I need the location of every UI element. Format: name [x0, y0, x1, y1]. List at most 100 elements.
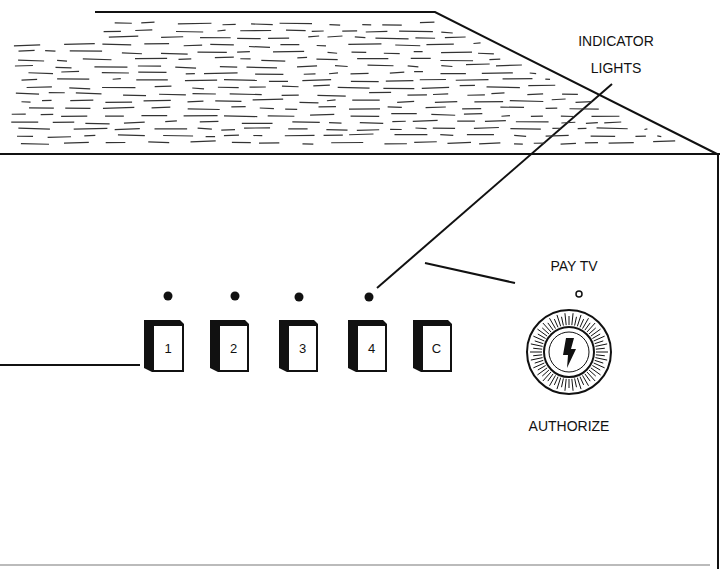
top-edge — [95, 12, 719, 155]
grain-stroke — [123, 95, 146, 97]
keyway — [563, 338, 576, 368]
grain-stroke — [561, 115, 574, 117]
grain-stroke — [474, 101, 503, 102]
grain-stroke — [552, 128, 560, 129]
grain-stroke — [163, 135, 193, 137]
grain-stroke — [591, 116, 619, 117]
leader-line — [0, 364, 140, 366]
grain-stroke — [420, 21, 434, 23]
grain-stroke — [635, 135, 645, 136]
grain-stroke — [292, 121, 319, 123]
button-label: C — [432, 341, 441, 356]
indicator-light — [231, 292, 240, 301]
indicator-light — [365, 293, 374, 302]
grain-stroke — [255, 73, 283, 75]
grain-stroke — [313, 85, 330, 87]
knurl-stroke — [587, 323, 595, 332]
grain-stroke — [224, 79, 257, 81]
knurl-stroke — [577, 378, 581, 389]
grain-stroke — [192, 87, 204, 89]
grain-stroke — [220, 66, 237, 68]
grain-stroke — [576, 101, 592, 103]
grain-stroke — [45, 50, 55, 52]
grain-stroke — [384, 143, 406, 144]
grain-stroke — [215, 100, 241, 102]
grain-stroke — [261, 60, 285, 62]
grain-stroke — [562, 94, 578, 95]
grain-stroke — [104, 31, 121, 33]
push-button: 1 — [152, 324, 184, 372]
pay-tv-light — [576, 291, 582, 297]
grain-stroke — [22, 79, 38, 81]
grain-stroke — [240, 30, 271, 31]
grain-stroke — [422, 87, 449, 89]
grain-stroke — [426, 44, 453, 46]
button-label: 1 — [164, 341, 171, 356]
grain-stroke — [466, 63, 490, 65]
grain-stroke — [327, 35, 342, 37]
lock-knurl — [530, 313, 608, 391]
knurl-stroke — [533, 363, 544, 368]
grain-stroke — [64, 43, 95, 45]
grain-stroke — [12, 114, 26, 115]
grain-stroke — [11, 122, 38, 123]
grain-stroke — [297, 57, 307, 59]
leader-line — [377, 84, 612, 288]
grain-stroke — [530, 72, 536, 74]
grain-stroke — [27, 86, 52, 88]
grain-stroke — [338, 87, 370, 89]
grain-stroke — [474, 127, 499, 129]
grain-stroke — [94, 66, 127, 68]
knurl-stroke — [572, 379, 573, 391]
grain-stroke — [57, 78, 89, 79]
grain-stroke — [456, 79, 489, 81]
grain-stroke — [102, 72, 129, 74]
grain-stroke — [285, 135, 315, 137]
grain-stroke — [253, 135, 262, 136]
grain-stroke — [644, 128, 647, 130]
grain-stroke — [187, 101, 203, 103]
grain-stroke — [217, 30, 225, 32]
grain-stroke — [609, 142, 634, 144]
push-button: 4 — [356, 324, 387, 372]
grain-stroke — [240, 58, 250, 59]
grain-stroke — [531, 116, 543, 118]
grain-stroke — [357, 129, 379, 131]
grain-stroke — [420, 79, 446, 80]
knurl-stroke — [530, 352, 542, 353]
grain-stroke — [653, 140, 675, 142]
grain-stroke — [440, 73, 465, 74]
grain-stroke — [192, 93, 215, 95]
button-label: 2 — [230, 341, 237, 356]
grain-stroke — [280, 44, 299, 45]
grain-stroke — [224, 115, 257, 117]
grain-stroke — [585, 142, 598, 144]
lock-face — [544, 327, 594, 377]
grain-stroke — [302, 143, 313, 145]
grain-stroke — [282, 86, 299, 88]
grain-stroke — [414, 71, 423, 72]
grain-stroke — [342, 30, 357, 32]
grain-stroke — [268, 38, 289, 39]
grain-stroke — [441, 65, 452, 67]
grain-stroke — [308, 35, 319, 37]
grain-stroke — [237, 51, 250, 53]
grain-stroke — [230, 93, 262, 95]
grain-stroke — [18, 128, 50, 130]
grain-stroke — [552, 98, 566, 100]
grain-stroke — [317, 45, 326, 47]
callout-label: INDICATOR LIGHTS — [562, 28, 670, 81]
grain-stroke — [268, 115, 295, 117]
grain-stroke — [510, 100, 543, 102]
knurl-stroke — [554, 319, 558, 327]
control-label: PAY TV — [534, 258, 614, 275]
grain-stroke — [221, 129, 235, 131]
knurl-stroke — [557, 378, 561, 389]
grain-stroke — [74, 128, 108, 130]
grain-stroke — [244, 127, 270, 128]
knurl-stroke — [580, 319, 584, 327]
knurl-stroke — [577, 315, 581, 326]
knurl-stroke — [569, 379, 570, 388]
grain-stroke — [61, 116, 87, 117]
